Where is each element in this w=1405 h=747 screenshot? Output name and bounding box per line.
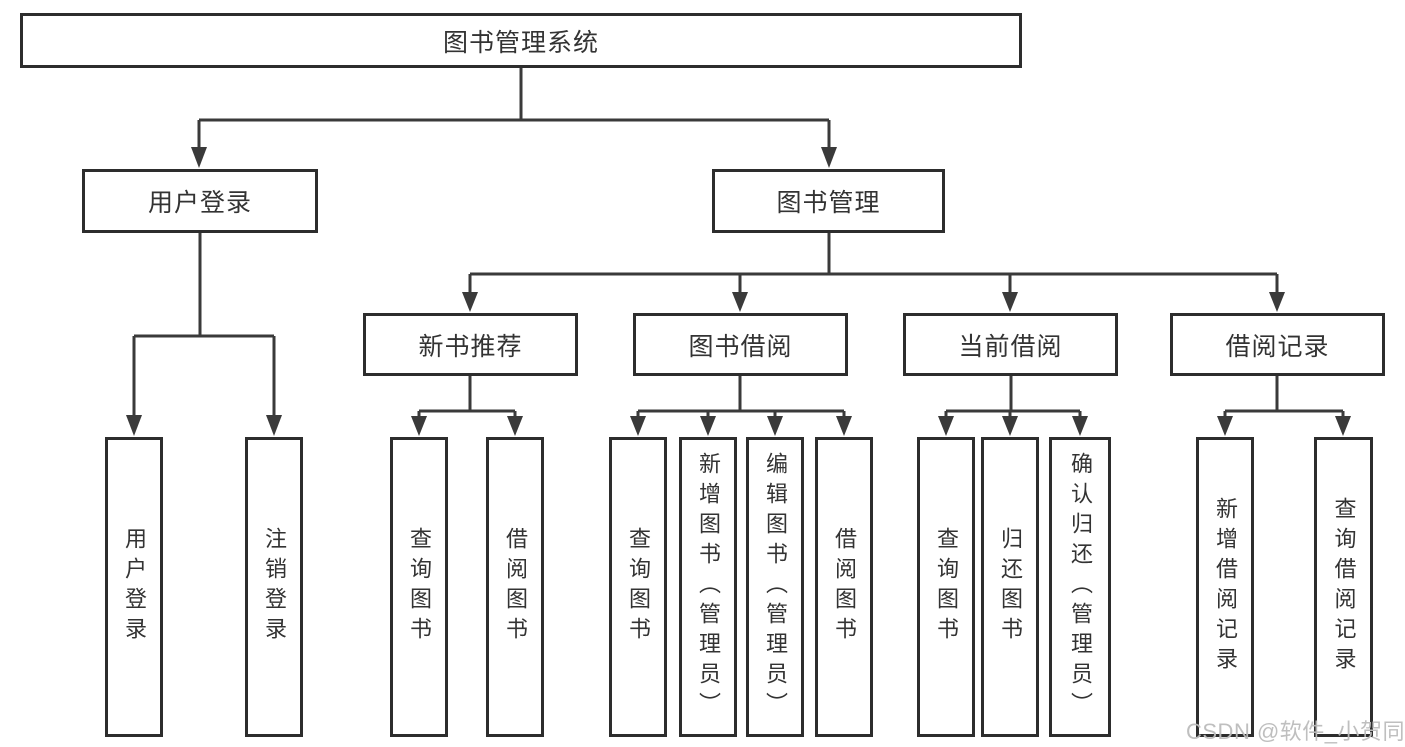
leaf-add-book-admin: 新增图书（管理员） bbox=[679, 437, 737, 737]
node-label: 借阅记录 bbox=[1225, 332, 1330, 361]
node-label: 图书管理 bbox=[776, 189, 881, 217]
node-label: 归还图书 bbox=[998, 527, 1023, 647]
leaf-query-books-recommend: 查询图书 bbox=[390, 437, 448, 737]
leaf-query-borrow-record: 查询借阅记录 bbox=[1314, 437, 1373, 737]
node-label: 新书推荐 bbox=[418, 332, 523, 361]
leaf-return-books: 归还图书 bbox=[981, 437, 1039, 737]
node-root-library-system: 图书管理系统 bbox=[20, 13, 1022, 68]
node-label: 图书管理系统 bbox=[442, 28, 599, 57]
node-label: 当前借阅 bbox=[958, 332, 1063, 361]
node-label: 借阅图书 bbox=[832, 527, 857, 647]
leaf-query-books-current: 查询图书 bbox=[917, 437, 975, 737]
node-label: 查询图书 bbox=[407, 527, 432, 647]
node-label: 查询借阅记录 bbox=[1331, 497, 1357, 677]
node-label: 编辑图书（管理员） bbox=[763, 452, 788, 722]
node-current-borrow: 当前借阅 bbox=[903, 313, 1118, 376]
leaf-edit-book-admin: 编辑图书（管理员） bbox=[746, 437, 804, 737]
leaf-query-books-borrow: 查询图书 bbox=[609, 437, 667, 737]
node-user-login: 用户登录 bbox=[82, 169, 318, 233]
leaf-borrow-books-recommend: 借阅图书 bbox=[486, 437, 544, 737]
node-book-management: 图书管理 bbox=[712, 169, 945, 233]
leaf-user-login: 用户登录 bbox=[105, 437, 163, 737]
leaf-borrow-books: 借阅图书 bbox=[815, 437, 873, 737]
node-label: 新增图书（管理员） bbox=[696, 452, 721, 722]
node-new-book-recommend: 新书推荐 bbox=[363, 313, 578, 376]
csdn-watermark: CSDN @软件_小贺同学 bbox=[1186, 719, 1405, 744]
node-label: 用户登录 bbox=[147, 189, 252, 217]
node-label: 借阅图书 bbox=[503, 527, 528, 647]
node-label: 图书借阅 bbox=[688, 332, 793, 361]
node-label: 查询图书 bbox=[934, 527, 959, 647]
leaf-logout: 注销登录 bbox=[245, 437, 303, 737]
node-book-borrow: 图书借阅 bbox=[633, 313, 848, 376]
node-label: 新增借阅记录 bbox=[1213, 497, 1238, 677]
node-borrow-records: 借阅记录 bbox=[1170, 313, 1385, 376]
node-label: 查询图书 bbox=[626, 527, 651, 647]
node-label: 确认归还（管理员） bbox=[1068, 452, 1093, 722]
leaf-add-borrow-record: 新增借阅记录 bbox=[1196, 437, 1254, 737]
leaf-confirm-return-admin: 确认归还（管理员） bbox=[1049, 437, 1111, 737]
node-label: 注销登录 bbox=[262, 527, 287, 647]
node-label: 用户登录 bbox=[122, 527, 147, 647]
